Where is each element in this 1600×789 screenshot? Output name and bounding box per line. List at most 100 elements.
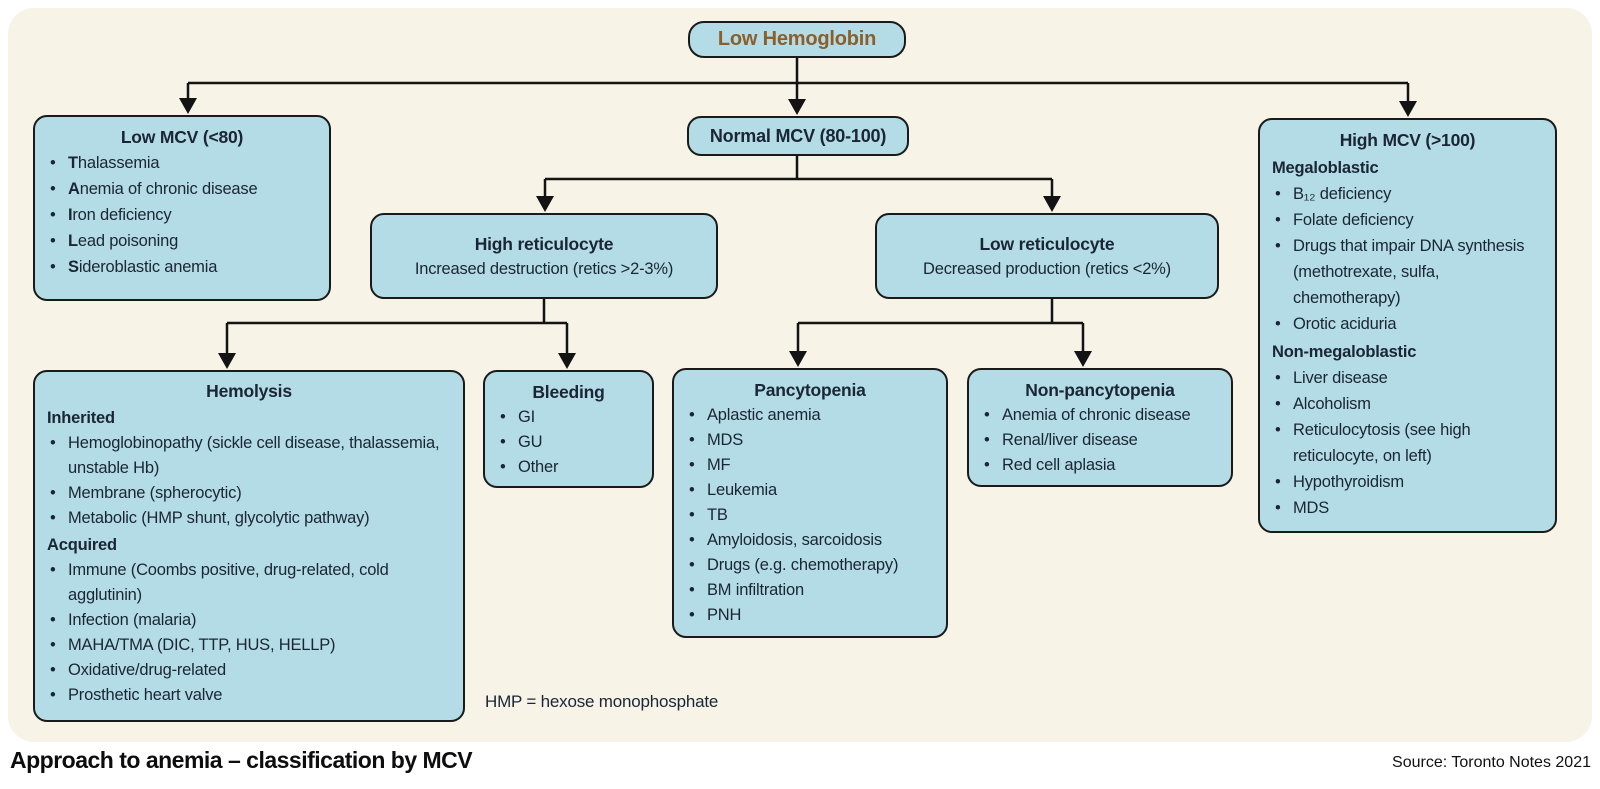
list-item: •Infection (malaria) <box>47 608 451 633</box>
bullet-icon: • <box>689 431 695 449</box>
list-item: • Folate deficiency <box>1272 207 1543 233</box>
list-item-label: Other <box>518 458 559 476</box>
list-item: • Amyloidosis, sarcoidosis <box>686 528 934 553</box>
list-item-label: Prosthetic heart valve <box>68 686 223 704</box>
list-item-label: Hemoglobinopathy (sickle cell disease, t… <box>68 434 440 477</box>
bullet-icon: • <box>689 406 695 424</box>
list-item: •BM infiltration <box>686 578 934 603</box>
list-item: •PNH <box>686 603 934 628</box>
bullet-icon: • <box>500 458 506 476</box>
list-item-label: Drugs that impair DNA synthesis (methotr… <box>1293 237 1525 307</box>
list-item-label: MDS <box>1293 499 1330 517</box>
node-bleeding-title: Bleeding <box>532 382 605 402</box>
node-pancytopenia-list: •Aplastic anemia•MDS•MF•Leukemia•TB•Amyl… <box>686 403 934 628</box>
list-item: •GI <box>497 405 640 430</box>
figure-caption: Approach to anemia – classification by M… <box>10 747 473 773</box>
bullet-icon: • <box>689 606 695 624</box>
list-item-label: Renal/liver disease <box>1002 431 1138 449</box>
list-item-label: TB <box>707 506 728 524</box>
node-high-reticulocyte: High reticulocyte Increased destruction … <box>370 213 718 299</box>
list-item: • Leukemia <box>686 478 934 503</box>
list-item: • B₁₂ deficiency <box>1272 181 1543 207</box>
list-item: •TB <box>686 503 934 528</box>
list-item-label: MDS <box>707 431 744 449</box>
list-item-label: MF <box>707 456 731 474</box>
list-item: •Oxidative/drug-related <box>47 658 451 683</box>
list-item: • Lead poisoning <box>47 228 317 254</box>
bullet-icon: • <box>1275 185 1281 203</box>
bullet-icon: • <box>1275 473 1281 491</box>
list-item-label: Leukemia <box>707 481 777 499</box>
bullet-icon: • <box>50 258 56 276</box>
list-item-label: B₁₂ deficiency <box>1293 185 1392 203</box>
bullet-icon: • <box>1275 499 1281 517</box>
node-pancytopenia-title: Pancytopenia <box>754 380 866 400</box>
bullet-icon: • <box>50 686 56 704</box>
bullet-icon: • <box>1275 421 1281 439</box>
section-heading: Non-megaloblastic <box>1272 343 1417 361</box>
node-high-reticulocyte-title: High reticulocyte <box>474 234 614 254</box>
list-item-label: Infection (malaria) <box>68 611 197 629</box>
list-item-label: Anemia of chronic disease <box>68 180 258 198</box>
list-item-label: Anemia of chronic disease <box>1002 406 1191 424</box>
list-item: •Drugs (e.g. chemotherapy) <box>686 553 934 578</box>
bullet-icon: • <box>500 433 506 451</box>
node-low-reticulocyte-title: Low reticulocyte <box>979 234 1115 254</box>
list-item: •Aplastic anemia <box>686 403 934 428</box>
list-item: • MDS <box>686 428 934 453</box>
list-item-label: Sideroblastic anemia <box>68 258 218 276</box>
list-item: •Anemia of chronic disease <box>981 403 1219 428</box>
list-item: • Iron deficiency <box>47 202 317 228</box>
list-item: •GU <box>497 430 640 455</box>
node-non-pancytopenia: Non-pancytopenia •Anemia of chronic dise… <box>967 368 1233 487</box>
list-item-label: GI <box>518 408 536 426</box>
node-low-hemoglobin: Low Hemoglobin <box>688 21 906 58</box>
list-item: •MF <box>686 453 934 478</box>
list-item-label: Folate deficiency <box>1293 211 1414 229</box>
list-item-label: Liver disease <box>1293 369 1388 387</box>
bullet-icon: • <box>1275 369 1281 387</box>
bullet-icon: • <box>1275 211 1281 229</box>
section-heading: Megaloblastic <box>1272 159 1379 177</box>
list-item: •Drugs that impair DNA synthesis (methot… <box>1272 233 1543 311</box>
section-heading: Acquired <box>47 536 117 554</box>
list-item-label: Alcoholism <box>1293 395 1371 413</box>
node-high-mcv-title: High MCV (>100) <box>1339 130 1476 150</box>
list-item-label: Red cell aplasia <box>1002 456 1116 474</box>
list-item-label: Immune (Coombs positive, drug-related, c… <box>68 561 389 604</box>
list-item-label: Amyloidosis, sarcoidosis <box>707 531 882 549</box>
bullet-icon: • <box>689 481 695 499</box>
node-normal-mcv: Normal MCV (80-100) <box>687 116 909 156</box>
list-item-label: Reticulocytosis (see high reticulocyte, … <box>1293 421 1471 465</box>
bullet-icon: • <box>50 180 56 198</box>
list-item-label: Lead poisoning <box>68 232 179 250</box>
node-low-mcv-list: •Thalassemia • Anemia of chronic disease • I… <box>47 150 317 280</box>
list-item: •Hypothyroidism <box>1272 469 1543 495</box>
bullet-icon: • <box>50 206 56 224</box>
list-item: • Liver disease <box>1272 365 1543 391</box>
footnote-hmp: HMP = hexose monophosphate <box>485 692 719 711</box>
node-low-reticulocyte-subtitle: Decreased production (retics <2%) <box>923 260 1171 278</box>
bullet-icon: • <box>689 531 695 549</box>
list-item-label: Orotic aciduria <box>1293 315 1397 333</box>
list-item: •Red cell aplasia <box>981 453 1219 478</box>
bullet-icon: • <box>50 232 56 250</box>
list-item: • Renal/liver disease <box>981 428 1219 453</box>
node-non-pancytopenia-title: Non-pancytopenia <box>1025 380 1175 400</box>
bullet-icon: • <box>984 431 990 449</box>
node-hemolysis-sections: Inherited • Hemoglobinopathy (sickle cell … <box>47 406 451 708</box>
list-item-label: Metabolic (HMP shunt, glycolytic pathway… <box>68 509 370 527</box>
list-item: •Thalassemia <box>47 150 317 176</box>
node-high-mcv: High MCV (>100) Megaloblastic • B₁₂ defici… <box>1258 118 1557 533</box>
bullet-icon: • <box>1275 395 1281 413</box>
list-item: •Membrane (spherocytic) <box>47 481 451 506</box>
node-normal-mcv-label: Normal MCV (80-100) <box>709 125 887 146</box>
section-heading: Inherited <box>47 409 115 427</box>
list-item: • Reticulocytosis (see high reticulocyte,… <box>1272 417 1543 469</box>
list-item: • Metabolic (HMP shunt, glycolytic pathwa… <box>47 506 451 531</box>
list-item-label: Membrane (spherocytic) <box>68 484 242 502</box>
list-item-label: Drugs (e.g. chemotherapy) <box>707 556 899 574</box>
list-item-label: Iron deficiency <box>68 206 172 224</box>
bullet-icon: • <box>50 509 56 527</box>
node-low-reticulocyte: Low reticulocyte Decreased production (r… <box>875 213 1219 299</box>
